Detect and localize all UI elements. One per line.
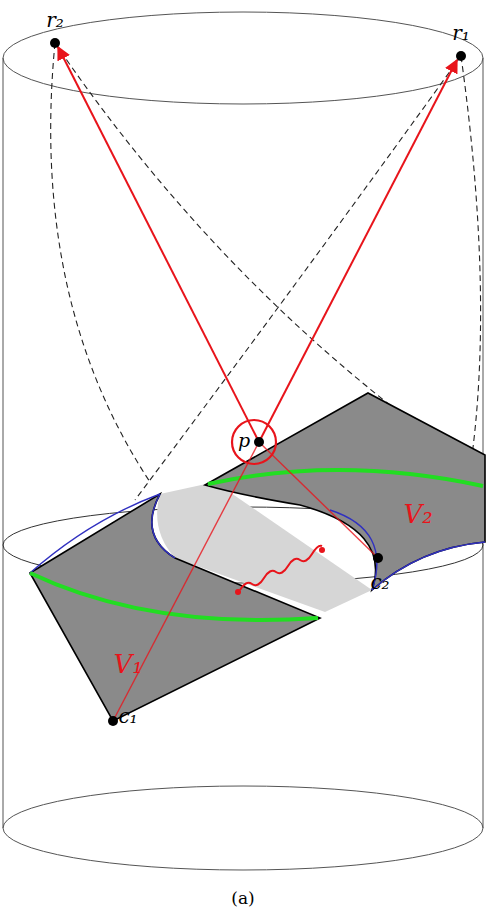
red-lines [58, 47, 457, 721]
region-label: V₂ [403, 501, 432, 527]
right-wedge [205, 393, 485, 590]
point-label: p [238, 431, 250, 450]
point-label: r₁ [452, 23, 470, 43]
blue-curve [30, 494, 485, 590]
cylinder-side [3, 58, 4, 828]
left-wedge [30, 494, 320, 721]
point-label: c₁ [118, 706, 137, 726]
top-ellipse [3, 12, 483, 104]
point-label: r₂ [46, 10, 64, 30]
green-curve [30, 470, 483, 620]
cylinder-side [483, 58, 484, 828]
point [50, 38, 466, 726]
point-label: c₂ [370, 572, 389, 592]
caption: (a) [231, 890, 254, 907]
red-dot [319, 547, 325, 553]
region-label: V₁ [113, 651, 142, 677]
bottom-ellipse [3, 786, 483, 870]
red-dot [235, 589, 241, 595]
